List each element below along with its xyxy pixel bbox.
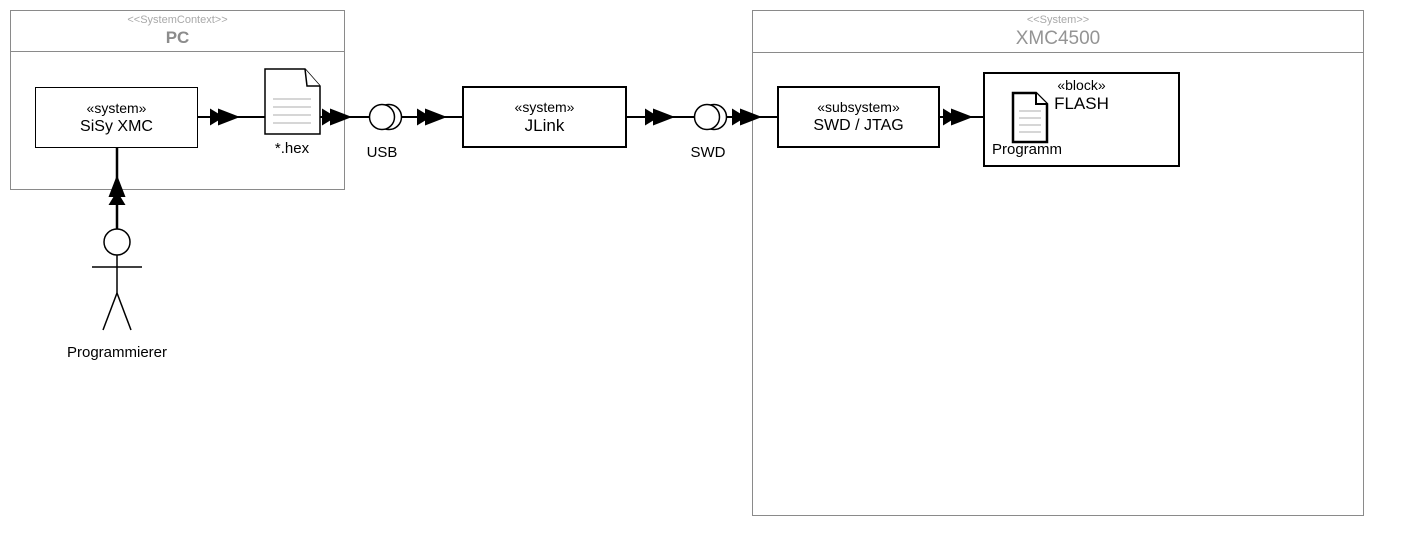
actor-figure (92, 228, 142, 331)
swd-port-icon (693, 103, 728, 131)
flash-block: «block» FLASH (983, 72, 1180, 167)
pc-container-header: <<SystemContext>> PC (11, 11, 344, 52)
actor-left-leg (102, 292, 118, 331)
swd-jtag-name: SWD / JTAG (813, 117, 904, 134)
pc-system-context-container: <<SystemContext>> PC (10, 10, 345, 190)
pc-stereotype-label: <<SystemContext>> (127, 14, 228, 26)
actor-right-leg (116, 292, 132, 331)
hex-file-label: *.hex (274, 140, 310, 157)
xmc4500-system-container: <<System>> XMC4500 (752, 10, 1364, 516)
swd-jtag-stereotype: «subsystem» (817, 99, 900, 115)
jlink-stereotype: «system» (514, 99, 575, 115)
xmc4500-stereotype-label: <<System>> (1026, 14, 1090, 26)
sisy-xmc-stereotype: «system» (86, 99, 147, 116)
programm-label: Programm (992, 141, 1063, 158)
actor-head (103, 228, 131, 256)
arrowhead-usb-to-jlink (417, 108, 447, 126)
sisy-xmc-block: «system» SiSy XMC (35, 87, 198, 148)
actor-label: Programmierer (66, 344, 168, 361)
swd-jtag-block: «subsystem» SWD / JTAG (777, 86, 940, 148)
swd-port-label: SWD (690, 144, 726, 161)
usb-port-icon (368, 103, 403, 131)
sisy-xmc-name: SiSy XMC (80, 117, 153, 135)
arrowhead-jlink-to-swd (645, 108, 675, 126)
jlink-name: JLink (524, 116, 565, 135)
xmc4500-title: XMC4500 (1015, 28, 1101, 49)
xmc4500-container-header: <<System>> XMC4500 (753, 11, 1363, 53)
usb-port-label: USB (366, 144, 398, 161)
flash-name: FLASH (1054, 94, 1109, 113)
pc-title: PC (165, 28, 190, 47)
jlink-block: «system» JLink (462, 86, 627, 148)
flash-stereotype: «block» (1057, 77, 1106, 93)
